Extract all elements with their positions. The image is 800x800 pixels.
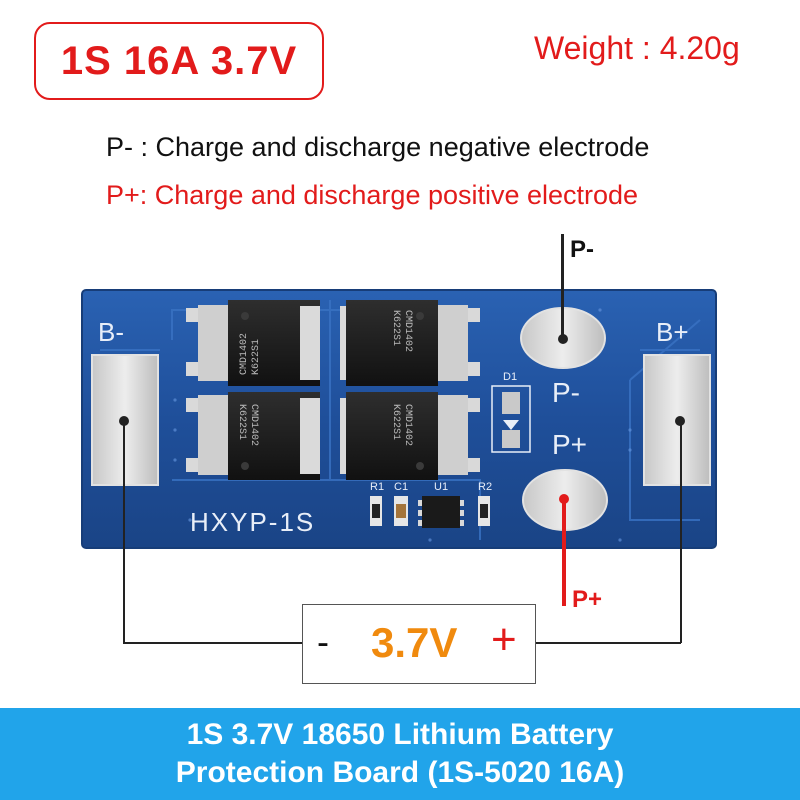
svg-text:K622S1: K622S1 <box>390 310 401 346</box>
mosfet-1: CMD1402 K622S1 <box>186 300 320 386</box>
board-model: HXYP-1S <box>190 507 315 537</box>
dot-p-minus <box>558 334 568 344</box>
svg-text:D1: D1 <box>503 371 517 383</box>
footer-line-2: Protection Board (1S-5020 16A) <box>175 756 625 789</box>
mosfet-2: CMD1402 K622S1 <box>340 300 480 386</box>
battery-symbol: - 3.7V + <box>302 604 536 684</box>
callout-p-plus: P+ <box>572 586 603 613</box>
spec-badge-text: 1S 16A 3.7V <box>60 38 298 83</box>
svg-text:R1: R1 <box>370 481 384 493</box>
wire-b-minus-horizontal <box>123 642 303 644</box>
battery-minus: - <box>317 621 329 662</box>
dot-p-plus <box>559 494 569 504</box>
legend-negative: P- : Charge and discharge negative elect… <box>106 132 650 162</box>
svg-text:U1: U1 <box>434 481 448 493</box>
terminal-neg-label: P- <box>552 377 580 408</box>
svg-text:K622S1: K622S1 <box>236 404 247 440</box>
svg-text:K622S1: K622S1 <box>390 404 401 440</box>
footer-line-1: 1S 3.7V 18650 Lithium Battery <box>186 718 614 751</box>
svg-text:R2: R2 <box>478 481 492 493</box>
callout-p-minus: P- <box>570 236 594 263</box>
wire-p-minus <box>561 234 564 340</box>
small-components: R1 C1 U1 R2 <box>370 481 492 528</box>
wire-b-plus-horizontal <box>535 642 681 644</box>
svg-text:CMD1402: CMD1402 <box>402 310 413 352</box>
svg-text:CMD1402: CMD1402 <box>248 404 259 446</box>
mosfet-3: CMD1402 K622S1 <box>186 392 320 480</box>
weight-label: Weight : 4.20g <box>534 30 740 66</box>
pad-b-plus-label: B+ <box>656 317 689 347</box>
spec-badge: 1S 16A 3.7V <box>34 22 324 100</box>
pad-b-minus-label: B- <box>98 317 124 347</box>
legend-positive: P+: Charge and discharge positive electr… <box>106 180 639 210</box>
wire-b-minus-vertical <box>123 421 125 643</box>
pad-b-plus <box>643 354 711 486</box>
battery-plus: + <box>491 615 517 664</box>
svg-text:CMD1402: CMD1402 <box>239 333 250 375</box>
mosfet-4: CMD1402 K622S1 <box>340 392 480 480</box>
diode-d1: D1 <box>491 371 531 453</box>
battery-voltage: 3.7V <box>371 619 458 666</box>
wire-p-plus <box>562 498 566 606</box>
terminal-pos-label: P+ <box>552 429 587 460</box>
svg-text:C1: C1 <box>394 481 408 493</box>
wire-b-plus-vertical <box>680 421 682 643</box>
footer-banner: 1S 3.7V 18650 Lithium Battery Protection… <box>0 708 800 800</box>
svg-text:K622S1: K622S1 <box>251 339 262 375</box>
svg-text:CMD1402: CMD1402 <box>402 404 413 446</box>
